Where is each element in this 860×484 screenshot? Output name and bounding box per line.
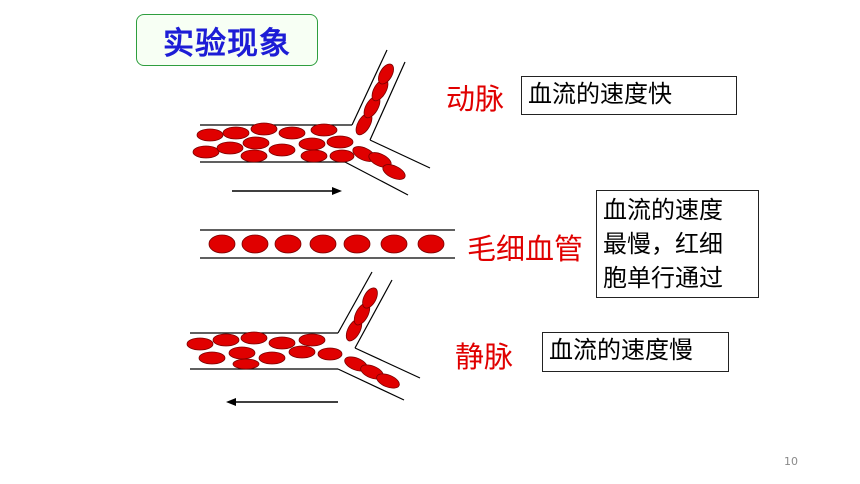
vein-label: 静脉 [455,340,514,374]
capillary-vessel [200,229,455,259]
vein-vessel [186,271,421,406]
artery-vessel [192,49,431,196]
capillary-description-line: 最慢，红细 [603,230,723,258]
capillary-description-line: 胞单行通过 [603,264,723,292]
slide-title: 实验现象 [163,25,291,62]
capillary-description-line: 血流的速度 [603,196,723,224]
capillary-description: 血流的速度 最慢，红细 胞单行通过 [596,190,759,298]
artery-label: 动脉 [446,82,505,116]
capillary-label: 毛细血管 [467,232,584,266]
vein-description: 血流的速度慢 [542,332,729,372]
artery-description: 血流的速度快 [521,76,737,115]
page-number: 10 [784,455,798,468]
title-box: 实验现象 [136,14,318,66]
